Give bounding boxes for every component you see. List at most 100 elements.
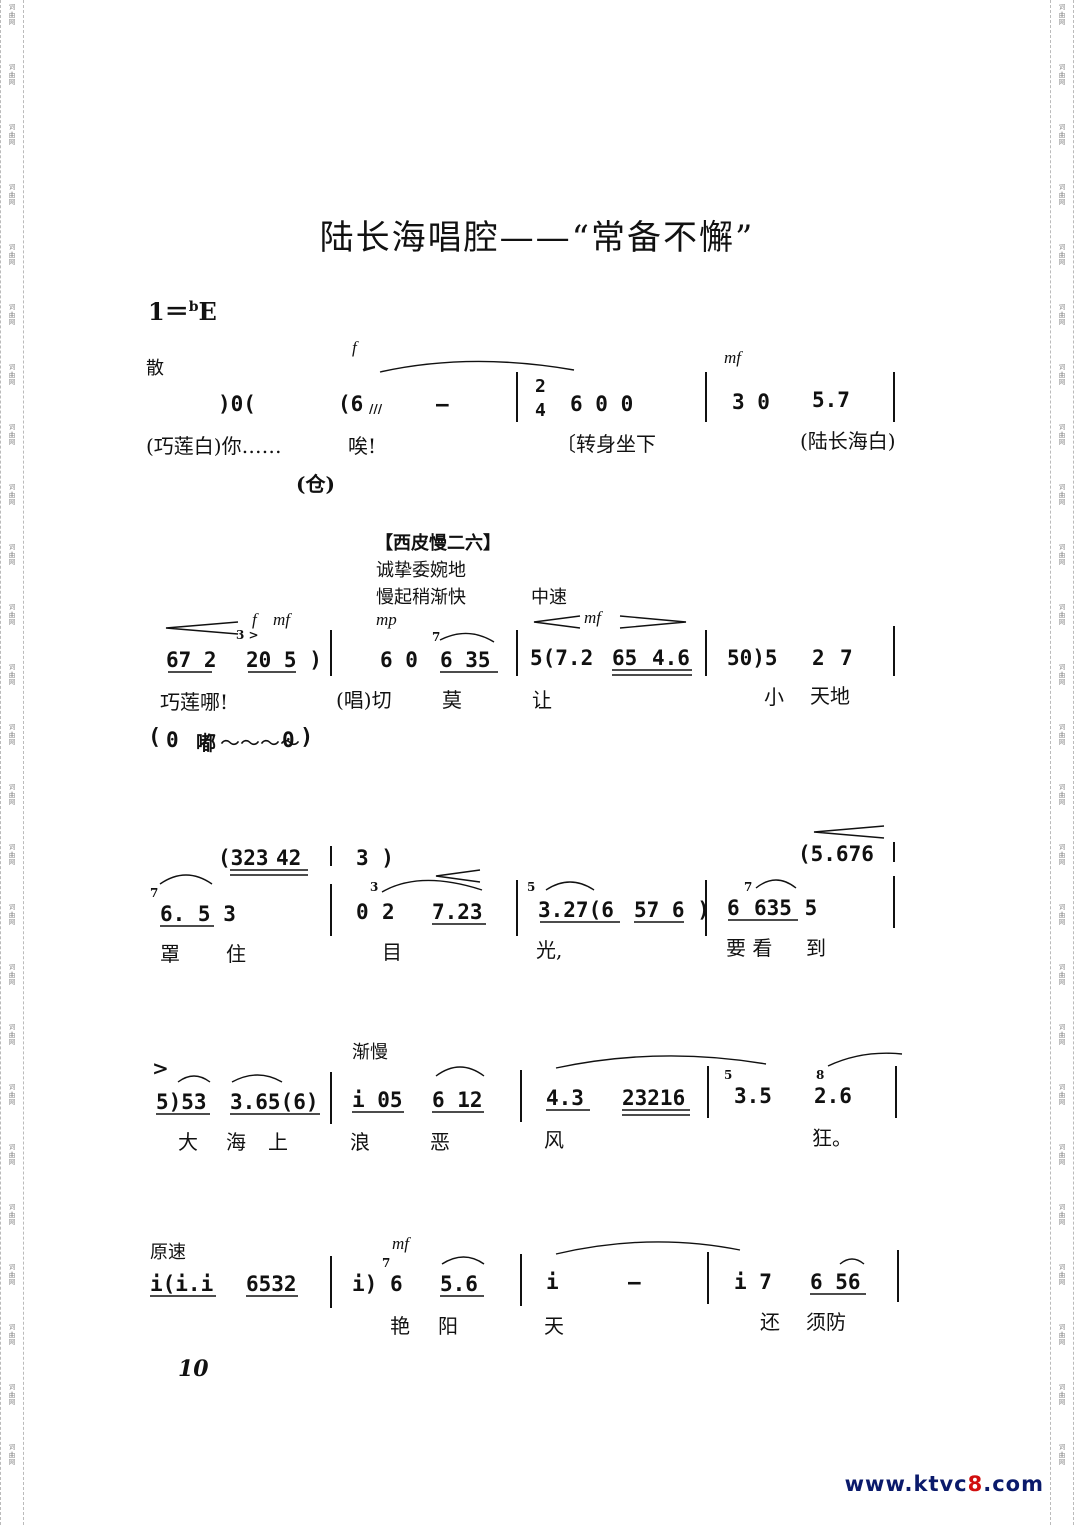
watermark-text: 词曲网 [8, 1383, 16, 1406]
tempo-mark: 中速 [531, 587, 567, 608]
lyric: 住 [226, 942, 246, 966]
barline [520, 1254, 522, 1306]
barline [705, 372, 707, 422]
note-group: 635 5 [754, 896, 818, 920]
watermark-text: 词曲网 [8, 663, 16, 686]
tempo-mark: 原速 [150, 1242, 186, 1263]
slur [555, 1055, 767, 1069]
watermark-text: 词曲网 [1058, 1203, 1066, 1226]
watermark-text: 词曲网 [8, 303, 16, 326]
dynamic-mf: mf [724, 348, 741, 367]
site-tail: .com [983, 1472, 1044, 1496]
note-group: 23216 [622, 1086, 686, 1110]
watermark-text: 词曲网 [8, 543, 16, 566]
key-note: E [198, 297, 217, 326]
watermark-text: 词曲网 [1058, 663, 1066, 686]
note-dash: – [436, 392, 449, 416]
percussion-tremolo: 〜〜〜〜 [220, 731, 300, 755]
watermark-text: 词曲网 [8, 1023, 16, 1046]
watermark-text: 词曲网 [1058, 1023, 1066, 1046]
watermark-text: 词曲网 [8, 903, 16, 926]
note-group: 7 [840, 646, 853, 670]
note-group: 57 6 ) [634, 898, 710, 922]
page-title: 陆长海唱腔——“常备不懈” [319, 218, 755, 258]
watermark-text: 词曲网 [8, 843, 16, 866]
lyric: 艳 [390, 1314, 410, 1338]
watermark-text: 词曲网 [8, 603, 16, 626]
barline [893, 372, 895, 422]
barline [705, 880, 707, 936]
lyric: 须防 [806, 1310, 846, 1334]
watermark-text: 词曲网 [1058, 1323, 1066, 1346]
tempo-mark: 渐慢 [352, 1042, 388, 1063]
note-group: 6 [390, 1272, 403, 1296]
lyric: 要 看 [726, 936, 773, 960]
watermark-text: 词曲网 [1058, 3, 1066, 26]
expression-mark: 诚挚委婉地 [376, 560, 466, 581]
watermark-text: 词曲网 [1058, 63, 1066, 86]
note-group: 50)5 [727, 646, 778, 670]
lyric-speech: 唉! [348, 434, 377, 458]
key-accidental: b [188, 299, 199, 315]
watermark-text: 词曲网 [8, 363, 16, 386]
note-rest-open: )0( [218, 392, 256, 416]
site-watermark[interactable]: www.ktvc8.com [845, 1472, 1044, 1496]
dynamic-f: f [352, 338, 357, 357]
slur [827, 1052, 903, 1067]
note-group: 3 0 [732, 390, 770, 414]
slur [159, 874, 213, 885]
grace-note: 5 [527, 880, 536, 894]
watermark-text: 词曲网 [8, 963, 16, 986]
barline [330, 884, 332, 936]
barline [897, 1250, 899, 1302]
lyric-speech: 巧莲哪! [160, 690, 229, 714]
note-dash: – [628, 1270, 641, 1294]
barline [893, 626, 895, 676]
hairpin [165, 621, 239, 635]
grace-note: 7 [744, 880, 753, 894]
left-watermark-strip: 词曲网词曲网词曲网词曲网词曲网词曲网词曲网词曲网词曲网词曲网词曲网词曲网词曲网词… [0, 0, 24, 1525]
note-group: 6 0 0 [570, 392, 634, 416]
watermark-text: 词曲网 [8, 723, 16, 746]
lyric: 海 [226, 1130, 246, 1154]
lyric: 风 [544, 1128, 564, 1152]
note-group: 20 5 ) [246, 648, 322, 672]
note-group: 6532 [246, 1272, 297, 1296]
barline [330, 630, 332, 676]
lyric: 罩 [160, 942, 180, 966]
watermark-text: 词曲网 [8, 483, 16, 506]
hairpin [619, 615, 687, 629]
barline [516, 880, 518, 936]
page-number: 10 [178, 1356, 209, 1382]
lyric: 天地 [810, 684, 850, 708]
note-group: 6 [727, 896, 740, 920]
barline [705, 630, 707, 676]
percussion-paren: ) [300, 725, 314, 750]
lyric: 浪 [350, 1130, 370, 1154]
slur [755, 879, 797, 889]
note-group: 4.3 [546, 1086, 584, 1110]
grace-note: 7 [382, 1256, 391, 1270]
key-signature: 1＝bE [148, 292, 217, 327]
slur [177, 1075, 211, 1083]
note-group: 2.6 [814, 1084, 852, 1108]
dynamic-f: f [252, 610, 257, 629]
lyric-speech: (陆长海白) [800, 429, 896, 453]
watermark-text: 词曲网 [8, 1323, 16, 1346]
slur [545, 881, 595, 891]
note-group: (323 [218, 846, 269, 870]
watermark-text: 词曲网 [8, 783, 16, 806]
watermark-text: 词曲网 [1058, 423, 1066, 446]
lyric: 到 [806, 936, 826, 960]
lyric: 阳 [438, 1314, 458, 1338]
slur [555, 1241, 741, 1255]
note-group: i [546, 1270, 559, 1294]
lyric: 让 [532, 688, 552, 712]
barline [893, 842, 895, 862]
lyric: 光, [536, 938, 563, 962]
tempo-san: 散 [146, 358, 164, 379]
note-group: 2 [812, 646, 825, 670]
watermark-text: 词曲网 [8, 1263, 16, 1286]
lyric: 还 [760, 1310, 780, 1334]
